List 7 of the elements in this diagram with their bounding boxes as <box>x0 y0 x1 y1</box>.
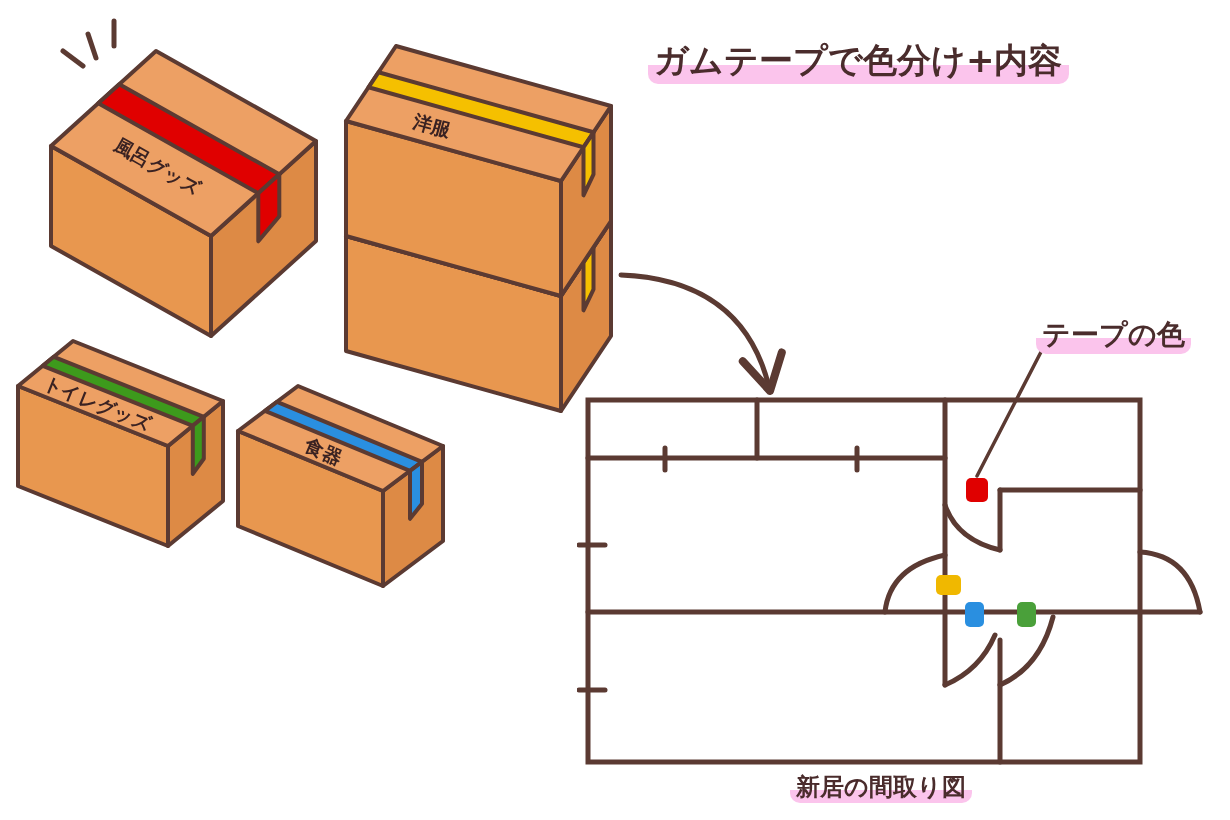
box-label: 風呂グッズ <box>109 132 205 202</box>
node-label: 新居の間取り図 <box>790 771 972 803</box>
box-label: 洋服 <box>410 107 455 143</box>
box-label: トイレグッズ <box>38 370 155 437</box>
arrow <box>618 272 785 395</box>
box-label: 食器 <box>300 432 346 471</box>
tape-mark <box>966 478 988 502</box>
